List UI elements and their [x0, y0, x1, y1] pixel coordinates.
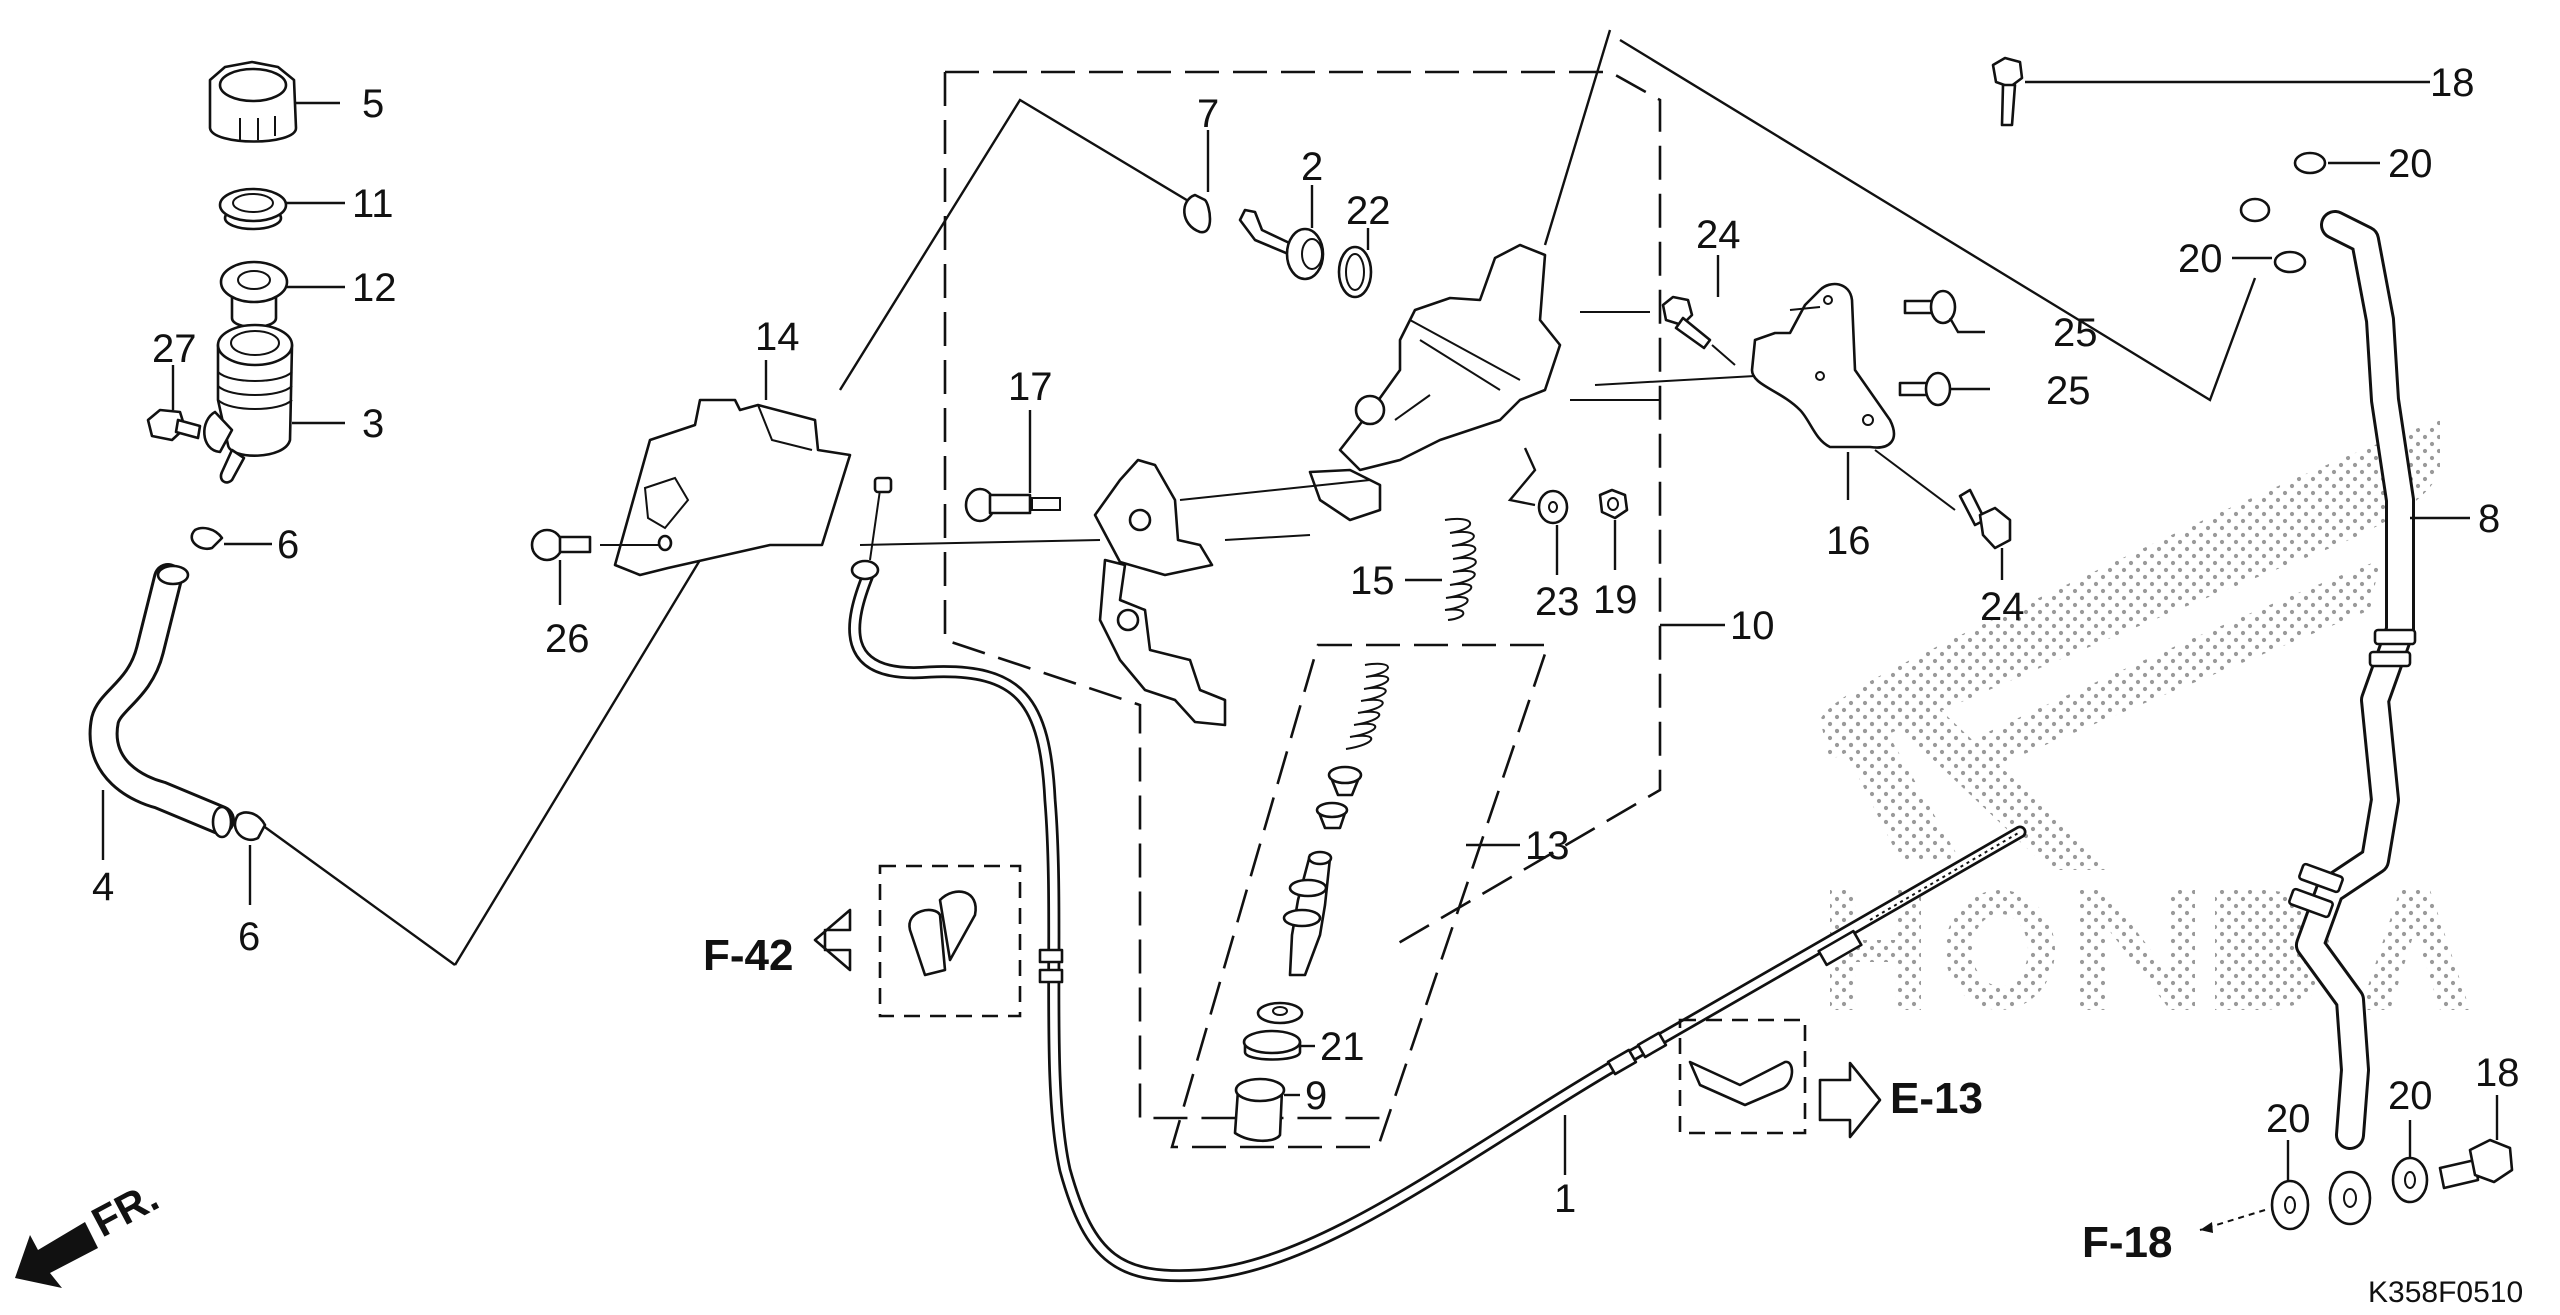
ref-e13-label[interactable]: E-13 [1890, 1074, 1983, 1123]
seal-21 [1242, 1029, 1315, 1061]
bolt-24-upper [1661, 255, 1736, 366]
snap-ring-7 [1183, 130, 1212, 234]
callout-18-upper[interactable]: 18 [2430, 61, 2475, 105]
reference-box-f42[interactable] [813, 864, 1022, 1018]
callout-1[interactable]: 1 [1554, 1177, 1576, 1221]
callout-24-lower[interactable]: 24 [1980, 585, 2025, 629]
master-cylinder-body [1308, 243, 1660, 522]
callout-4[interactable]: 4 [92, 865, 114, 909]
callout-27[interactable]: 27 [152, 327, 197, 371]
callout-22[interactable]: 22 [1346, 189, 1391, 233]
callout-7[interactable]: 7 [1197, 92, 1219, 136]
washer-23 [1507, 447, 1569, 575]
piston-set-boundary-13 [1170, 643, 1550, 1149]
front-direction-label: FR. [84, 1173, 166, 1246]
oil-bolt-18-upper [1991, 56, 2430, 127]
callout-labels: 5 11 12 27 3 6 4 6 14 26 7 2 22 17 15 23… [92, 61, 2520, 1221]
cover-14 [613, 360, 852, 577]
callout-14[interactable]: 14 [755, 315, 800, 359]
clutch-hose-8 [2239, 197, 2470, 1150]
hose-joint-2 [1238, 185, 1325, 281]
washer-20-a [2293, 151, 2380, 175]
callout-20-c[interactable]: 20 [2266, 1097, 2311, 1141]
callout-10[interactable]: 10 [1730, 604, 1775, 648]
callout-8[interactable]: 8 [2478, 497, 2500, 541]
hose-clip-6-upper [190, 526, 272, 551]
reservoir-3 [203, 323, 345, 484]
clutch-cable-1 [848, 476, 2027, 1283]
callout-2[interactable]: 2 [1301, 145, 1323, 189]
figure-code: K358F0510 [2368, 1276, 2523, 1309]
diaphragm-12 [219, 260, 345, 329]
reservoir-hose-4 [88, 563, 235, 860]
bolt-25-upper [1903, 289, 1985, 334]
ref-f18-label[interactable]: F-18 [2082, 1218, 2172, 1267]
callout-18-lower[interactable]: 18 [2475, 1051, 2520, 1095]
assembly-boundary-10 [943, 70, 1725, 1120]
bracket-16 [1594, 282, 1896, 500]
callout-20-a[interactable]: 20 [2388, 142, 2433, 186]
callout-6-upper[interactable]: 6 [277, 523, 299, 567]
callout-19[interactable]: 19 [1593, 578, 1638, 622]
diaphragm-plate-11 [218, 187, 345, 231]
front-direction-arrow: FR. [15, 1173, 166, 1288]
honda-letters [1830, 890, 2470, 1010]
oil-bolt-18-lower [2438, 1095, 2514, 1190]
reference-arrow-f18[interactable] [2199, 1209, 2266, 1233]
hose-clip-6-lower [233, 811, 267, 905]
callout-16[interactable]: 16 [1826, 519, 1871, 563]
callout-21[interactable]: 21 [1320, 1025, 1365, 1069]
reference-labels: F-42 E-13 F-18 [703, 931, 2172, 1267]
ref-f42-label[interactable]: F-42 [703, 931, 793, 980]
connection-lines [261, 29, 2257, 966]
callout-20-b[interactable]: 20 [2178, 237, 2223, 281]
nut-19 [1598, 488, 1629, 570]
bolt-24-lower [1874, 449, 2012, 580]
callout-25-upper[interactable]: 25 [2053, 311, 2098, 355]
callout-13[interactable]: 13 [1525, 824, 1570, 868]
reservoir-cap-5 [208, 60, 340, 143]
washer-20-d [2391, 1120, 2429, 1204]
callout-6-lower[interactable]: 6 [238, 915, 260, 959]
honda-watermark [1820, 420, 2470, 1010]
callout-23[interactable]: 23 [1535, 580, 1580, 624]
callout-9[interactable]: 9 [1305, 1074, 1327, 1118]
lever-link [859, 539, 1227, 727]
boot-9 [1233, 1077, 1300, 1143]
callout-11[interactable]: 11 [352, 182, 394, 226]
clutch-lever-bracket [1093, 458, 1371, 577]
spring-15 [1405, 517, 1477, 621]
o-ring-22 [1337, 228, 1373, 299]
callout-15[interactable]: 15 [1350, 559, 1395, 603]
callout-17[interactable]: 17 [1008, 365, 1053, 409]
washer-20-b [2232, 250, 2307, 274]
callout-20-d[interactable]: 20 [2388, 1074, 2433, 1118]
bolt-27 [146, 365, 202, 442]
washer-20-c [2270, 1140, 2310, 1231]
reference-box-e13[interactable] [1678, 1018, 1882, 1139]
bolt-26 [530, 528, 660, 605]
pivot-bolt-17 [964, 410, 1061, 523]
callout-24-upper[interactable]: 24 [1696, 213, 1741, 257]
callout-12[interactable]: 12 [352, 266, 397, 310]
callout-5[interactable]: 5 [362, 82, 384, 126]
callout-26[interactable]: 26 [545, 617, 590, 661]
hose-banjo-lower [2328, 1170, 2372, 1226]
piston-set-parts [1256, 662, 1390, 1025]
callout-25-middle[interactable]: 25 [2046, 369, 2091, 413]
callout-3[interactable]: 3 [362, 402, 384, 446]
bolt-25-middle [1898, 371, 1990, 407]
